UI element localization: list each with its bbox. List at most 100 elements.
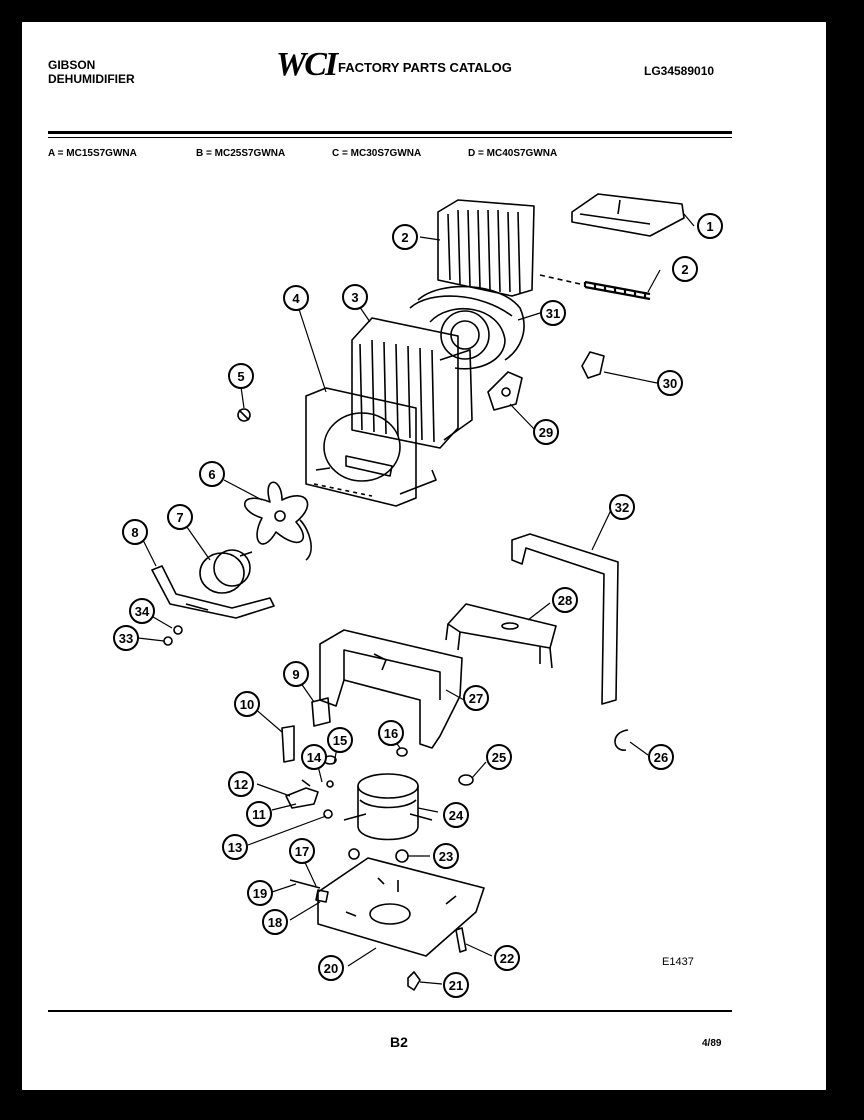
callout-text: 21 (449, 978, 463, 993)
leader-lines (137, 213, 695, 985)
callout-text: 1 (706, 219, 713, 234)
callout-29: 29 (533, 419, 559, 445)
brand-block: GIBSON DEHUMIDIFIER (48, 58, 135, 86)
callout-text: 5 (237, 369, 244, 384)
callout-2: 2 (392, 224, 418, 250)
callout-text: 14 (307, 750, 322, 765)
callout-21: 21 (443, 972, 469, 998)
callout-26: 26 (648, 744, 674, 770)
header-rule-thin (48, 137, 732, 138)
callout-text: 10 (240, 697, 254, 712)
base-pan-part (317, 857, 485, 957)
catalog-sheet (22, 22, 826, 1090)
leader-dash (539, 274, 581, 285)
callout-32: 32 (609, 494, 635, 520)
callout-34: 34 (129, 598, 155, 624)
callout-10: 10 (234, 691, 260, 717)
callout-20: 20 (318, 955, 344, 981)
callout-8: 8 (122, 519, 148, 545)
callout-text: 19 (253, 886, 267, 901)
fan-blade-part (243, 481, 312, 561)
page-number: B2 (390, 1034, 408, 1050)
catalog-code: LG34589010 (644, 64, 715, 78)
nut-part (163, 625, 183, 646)
wci-logo: WCI (276, 46, 338, 83)
callout-text: 9 (292, 667, 299, 682)
callout-text: 27 (469, 691, 483, 706)
callout-text: 4 (292, 291, 300, 306)
callout-text: 29 (539, 425, 553, 440)
terminal-part (289, 879, 329, 903)
callout-7: 7 (167, 504, 193, 530)
callout-3: 3 (342, 284, 368, 310)
callout-33: 33 (113, 625, 139, 651)
capacitor-part (281, 725, 295, 763)
callout-13: 13 (222, 834, 248, 860)
clip-part (581, 351, 605, 379)
callout-text: 25 (492, 750, 506, 765)
front-grille-part (437, 199, 535, 297)
callout-16: 16 (378, 720, 404, 746)
callout-text: 12 (234, 777, 248, 792)
motor-bracket-part (151, 565, 275, 619)
mount-grommet-part (323, 809, 409, 863)
catalog-date: 4/89 (702, 1038, 722, 1049)
callout-text: 32 (615, 500, 629, 515)
callout-5: 5 (228, 363, 254, 389)
callout-30: 30 (657, 370, 683, 396)
spring-part (583, 280, 651, 301)
leader-dash (313, 483, 373, 497)
callout-15: 15 (327, 727, 353, 753)
coil-assembly-part (351, 317, 473, 449)
overload-part (285, 779, 319, 809)
callout-24: 24 (443, 802, 469, 828)
catalog-title: FACTORY PARTS CATALOG (338, 60, 512, 75)
spring-clip-part (614, 729, 629, 751)
callout-25: 25 (486, 744, 512, 770)
header-rule (48, 131, 732, 134)
callout-text: 28 (558, 593, 572, 608)
top-cover-part (571, 193, 685, 237)
callout-1: 1 (697, 213, 723, 239)
callout-text: 2 (401, 230, 408, 245)
callout-12: 12 (228, 771, 254, 797)
fan-motor-part (199, 549, 253, 594)
grommet-part (458, 774, 474, 786)
callout-6: 6 (199, 461, 225, 487)
callout-19: 19 (247, 880, 273, 906)
callout-text: 30 (663, 376, 677, 391)
callout-17: 17 (289, 838, 315, 864)
figure-reference: E1437 (662, 956, 694, 968)
callout-22: 22 (494, 945, 520, 971)
front-panel-part (305, 387, 437, 507)
callout-text: 2 (681, 262, 688, 277)
product-type: DEHUMIDIFIER (48, 72, 135, 86)
callout-text: 34 (135, 604, 150, 619)
callout-text: 11 (252, 807, 266, 822)
foot-part (407, 927, 467, 991)
callout-27: 27 (463, 685, 489, 711)
callout-text: 20 (324, 961, 338, 976)
callout-text: 18 (268, 915, 282, 930)
callout-text: 24 (449, 808, 464, 823)
callout-text: 16 (384, 726, 398, 741)
footer-rule (48, 1010, 732, 1012)
callout-text: 8 (131, 525, 138, 540)
callout-text: 3 (351, 290, 358, 305)
callout-31: 31 (540, 300, 566, 326)
callout-9: 9 (283, 661, 309, 687)
callout-14: 14 (301, 744, 327, 770)
gasket-part (511, 533, 619, 705)
model-b: B = MC25S7GWNA (196, 148, 286, 159)
callout-text: 7 (176, 510, 183, 525)
callout-text: 6 (208, 467, 215, 482)
model-d: D = MC40S7GWNA (468, 148, 558, 159)
callout-18: 18 (262, 909, 288, 935)
compressor-part (343, 773, 433, 841)
callout-4: 4 (283, 285, 309, 311)
callout-28: 28 (552, 587, 578, 613)
bracket-part (487, 371, 523, 411)
brand-name: GIBSON (48, 58, 96, 72)
chassis-part (319, 629, 463, 749)
